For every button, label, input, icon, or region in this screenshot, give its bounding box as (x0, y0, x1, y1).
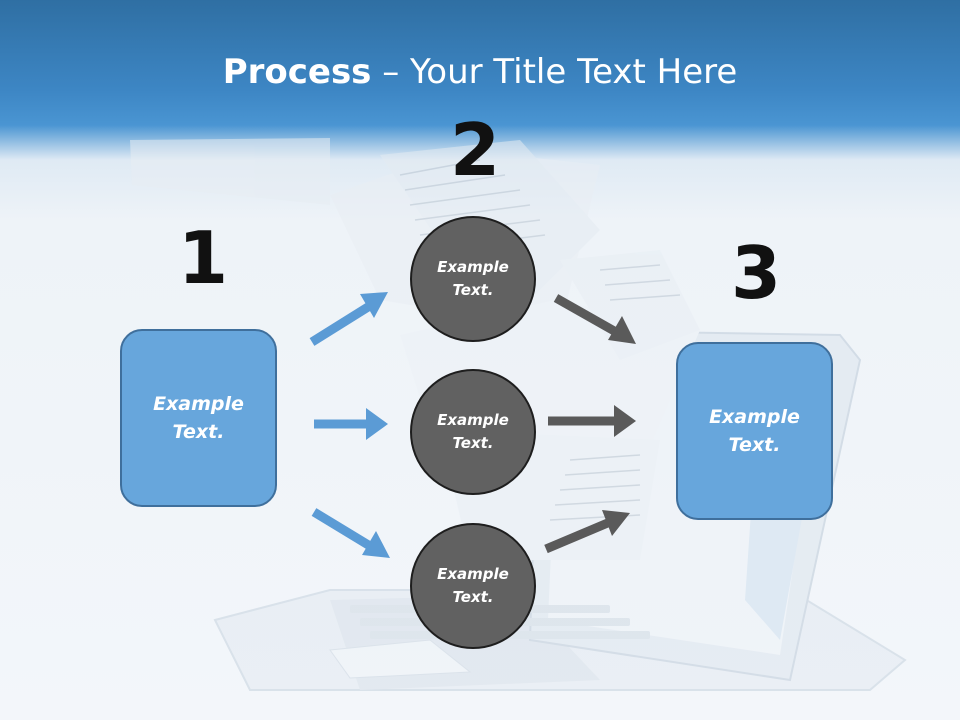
gray-arrow-right (548, 405, 636, 437)
right-text-box: Example Text. (676, 342, 833, 520)
circle-top-text: Example Text. (437, 257, 509, 299)
gray-arrow-up (544, 510, 630, 554)
left-box-text: Example Text. (153, 392, 244, 444)
circle-middle: Example Text. (410, 369, 536, 495)
circle-top: Example Text. (410, 216, 536, 342)
circle-bottom: Example Text. (410, 523, 536, 649)
step-number-2: 2 (450, 108, 501, 192)
blue-arrow-down (311, 508, 390, 558)
circle-middle-text: Example Text. (437, 410, 509, 452)
circle-bottom-text: Example Text. (437, 564, 509, 606)
step-number-1: 1 (178, 216, 229, 300)
title-bold: Process (222, 52, 372, 92)
step-number-3: 3 (731, 231, 782, 315)
right-box-text: Example Text. (709, 405, 800, 457)
title-rest: – Your Title Text Here (371, 52, 738, 92)
blue-arrow-right (314, 408, 388, 440)
blue-arrow-up (309, 292, 388, 346)
left-text-box: Example Text. (120, 329, 277, 507)
gray-arrow-down (553, 294, 636, 344)
page-title: Process – Your Title Text Here (0, 52, 960, 92)
